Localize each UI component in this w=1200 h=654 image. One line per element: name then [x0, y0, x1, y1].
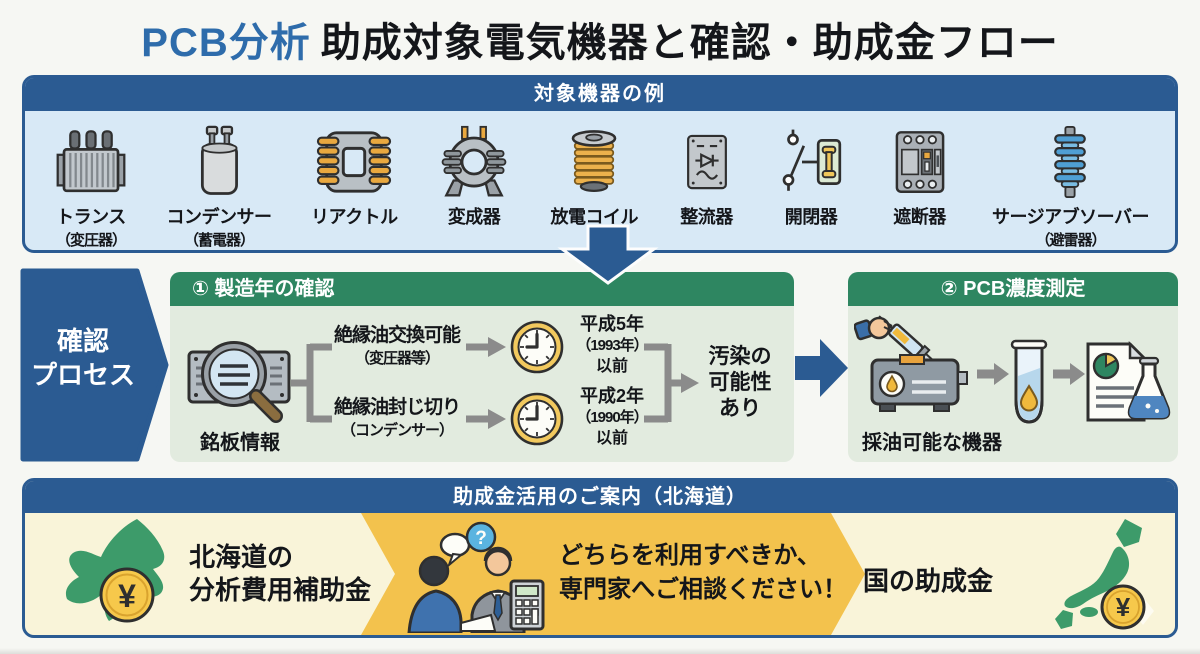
svg-text:¥: ¥ — [1116, 592, 1131, 622]
equipment-label: コンデンサー — [166, 207, 272, 227]
year-threshold-1: 平成5年 （1993年） 以前 — [576, 314, 648, 375]
hokkaido-subsidy-label: 北海道の 分析費用補助金 — [189, 542, 372, 605]
branch1-label: 絶縁油交換可能 （変圧器等） — [333, 325, 461, 367]
year-threshold-2: 平成2年 （1990年） 以前 — [576, 386, 648, 447]
equipment-label: リアクトル — [310, 207, 398, 227]
contamination-result-label: 汚染の 可能性 あり — [708, 345, 772, 420]
svg-text:?: ? — [475, 528, 487, 549]
equipment-label: トランス — [56, 207, 126, 227]
equipment-sublabel: （避雷器） — [1035, 232, 1106, 249]
branch2-label: 絶縁油封じ切り （コンデンサー） — [333, 397, 461, 439]
circuit-breaker-icon — [895, 131, 944, 193]
equipment-item-reactor: リアクトル — [311, 121, 398, 229]
clock-icon — [510, 392, 564, 446]
step1-manufacture-year-box: ① 製造年の確認 銘板情報 絶縁油 — [170, 272, 794, 462]
hokkaido-map-icon: ¥ — [65, 519, 165, 623]
equipment-label: サージアブソーバー — [991, 207, 1149, 227]
consultation-message: どちらを利用すべきか、 専門家へご相談ください！ — [559, 542, 847, 603]
analysis-report-icon — [1086, 340, 1171, 422]
subsidy-panel-header: 助成金活用のご案内（北海道） — [25, 481, 1175, 513]
test-tube-icon — [1010, 339, 1048, 424]
reactor-icon — [317, 131, 392, 193]
equipment-row: トランス （変圧器） コンデンサー （蓄電器） — [25, 111, 1175, 250]
transformer-icon — [56, 130, 126, 193]
equipment-sublabel: （蓄電器） — [183, 232, 255, 249]
equipment-item-transformer: トランス （変圧器） — [55, 121, 127, 250]
equipment-item-rectifier: 整流器 — [678, 121, 736, 229]
small-arrow-icon — [1053, 363, 1085, 385]
equipment-item-circuit-breaker: 遮断器 — [887, 121, 953, 229]
equipment-label: 放電コイル — [550, 207, 639, 227]
flow-down-arrow-icon — [557, 224, 659, 285]
bottom-edge-shade — [0, 648, 1200, 654]
consultation-icon: ? — [407, 521, 545, 633]
equipment-sublabel: （変圧器） — [55, 232, 127, 249]
rectifier-icon — [686, 134, 727, 190]
equipment-item-capacitor: コンデンサー （蓄電器） — [166, 121, 272, 250]
equipment-label: 整流器 — [680, 207, 733, 227]
confirmation-process-label: 確認 プロセス — [30, 326, 135, 390]
step2-pcb-measurement-box: ② PCB濃度測定 採油可能な機器 — [848, 272, 1178, 462]
svg-text:¥: ¥ — [118, 578, 136, 614]
confirmation-process-arrow — [20, 268, 169, 462]
instrument-transformer-icon — [441, 125, 507, 197]
oil-sampling-icon — [854, 315, 968, 412]
equipment-item-surge-absorber: サージアブソーバー （避雷器） — [992, 121, 1149, 250]
equipment-label: 開閉器 — [784, 207, 838, 227]
japan-map-icon: ¥ — [1055, 519, 1154, 630]
nameplate-magnifier-icon — [187, 341, 291, 423]
national-subsidy-label: 国の助成金 — [863, 566, 994, 596]
small-arrow-icon — [977, 363, 1009, 385]
flow-right-arrow-icon — [795, 339, 848, 397]
sampling-caption: 採油可能な機器 — [862, 432, 1002, 454]
step2-header: ② PCB濃度測定 — [848, 272, 1178, 306]
equipment-item-switch: 開閉器 — [775, 121, 847, 229]
equipment-panel-header: 対象機器の例 — [25, 78, 1175, 111]
nameplate-caption: 銘板情報 — [200, 432, 280, 454]
equipment-panel: 対象機器の例 トランス （変圧器） — [22, 75, 1178, 253]
switch-icon — [782, 129, 842, 191]
title-main: 助成対象電気機器と確認・助成金フロー — [320, 21, 1059, 65]
step1-header: ① 製造年の確認 — [170, 272, 794, 306]
equipment-label: 遮断器 — [893, 207, 946, 227]
page-title: PCB分析助成対象電気機器と確認・助成金フロー — [0, 10, 1200, 68]
equipment-label: 変成器 — [447, 207, 501, 227]
clock-icon — [510, 320, 564, 374]
surge-absorber-icon — [1054, 126, 1087, 198]
discharge-coil-icon — [571, 130, 617, 192]
capacitor-icon — [200, 125, 238, 195]
title-highlight: PCB分析 — [141, 21, 311, 65]
subsidy-panel: 助成金活用のご案内（北海道） ¥ 北海道の 分析費用補助金 ? — [22, 478, 1178, 638]
equipment-item-instrument-transformer: 変成器 — [437, 121, 511, 229]
equipment-item-discharge-coil: 放電コイル — [551, 121, 639, 229]
